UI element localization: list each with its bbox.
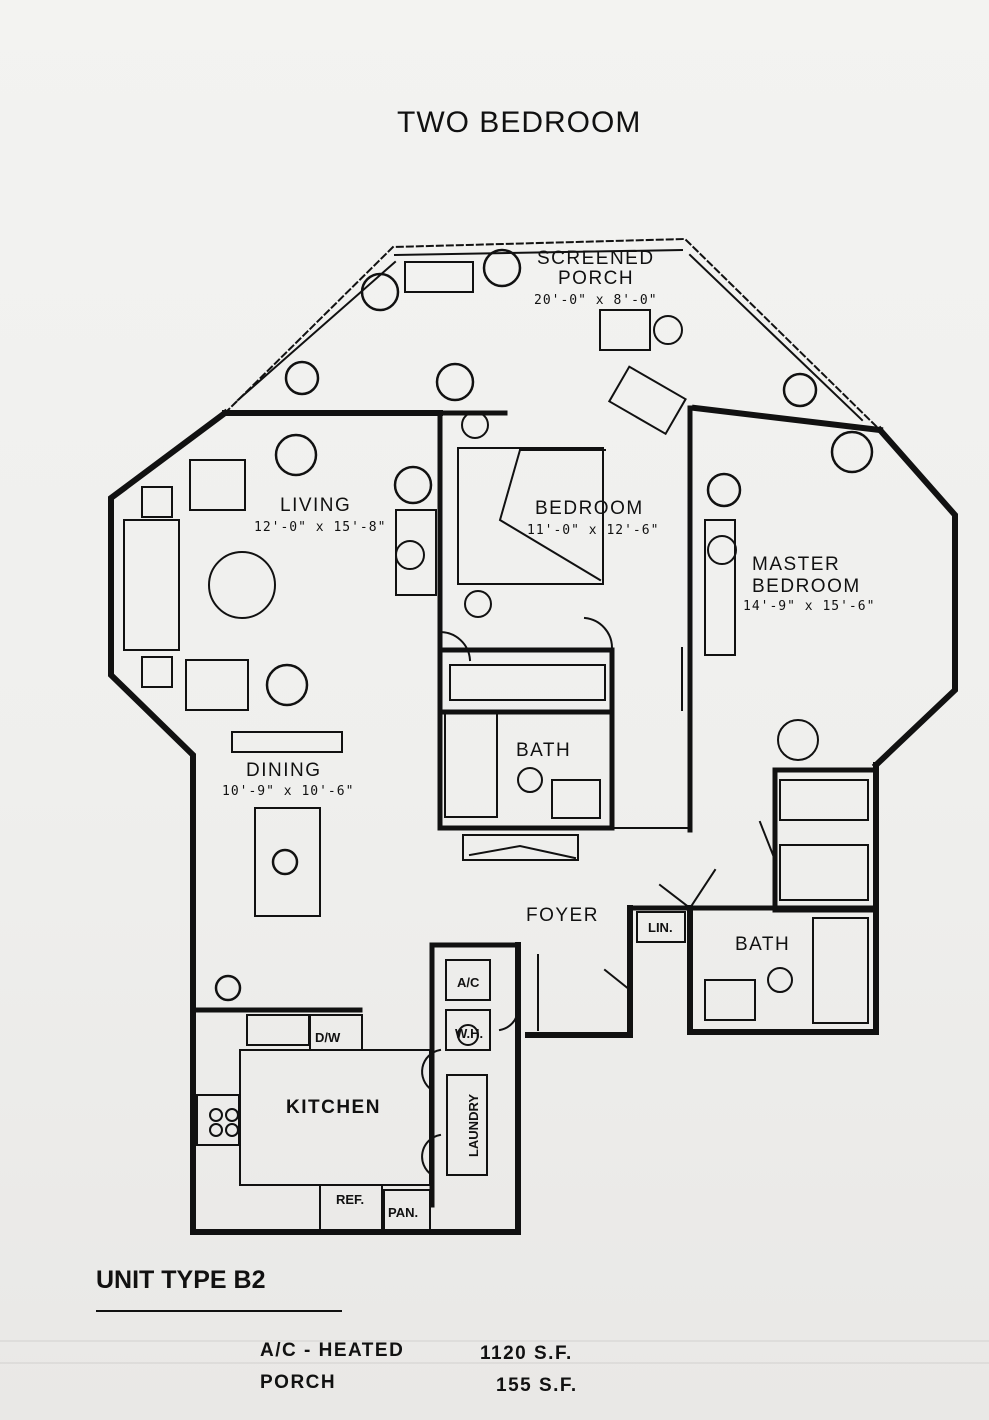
linen-closet-label: LIN. [648, 920, 673, 935]
porch-railing [236, 248, 864, 422]
ac-closet-label: A/C [457, 975, 480, 990]
screened-porch-label: SCREENED [537, 248, 655, 269]
dishwasher-label: D/W [315, 1030, 341, 1045]
screened-porch-dims: 20'-0" x 8'-0" [534, 293, 658, 308]
bedroom-label: BEDROOM [535, 498, 644, 519]
exterior-walls [108, 404, 958, 1235]
plant-symbols [214, 248, 874, 1002]
area-value-porch: 155 S.F. [496, 1375, 578, 1396]
master-bedroom-label-line2: BEDROOM [752, 576, 861, 597]
living-dims: 12'-0" x 15'-8" [254, 520, 387, 535]
paper-fold [0, 1362, 989, 1364]
dining-dims: 10'-9" x 10'-6" [222, 784, 355, 799]
bath-1-label: BATH [516, 740, 572, 761]
area-value-heated: 1120 S.F. [480, 1343, 573, 1364]
area-label-porch: PORCH [260, 1372, 337, 1393]
paper-fold [0, 1340, 989, 1342]
fixture-lines [123, 261, 869, 1233]
laundry-label: LAUNDRY [466, 1093, 482, 1158]
master-bedroom-label: MASTER [752, 554, 841, 575]
bath-2-label: BATH [735, 934, 791, 955]
dining-label: DINING [246, 760, 322, 781]
foyer-label: FOYER [526, 905, 599, 926]
plan-title: TWO BEDROOM [397, 106, 642, 139]
master-bedroom-dims: 14'-9" x 15'-6" [743, 599, 876, 614]
area-label-heated: A/C - HEATED [260, 1340, 405, 1361]
refrigerator-label: REF. [336, 1192, 365, 1207]
unit-type-underline [96, 1310, 342, 1312]
kitchen-label: KITCHEN [286, 1097, 381, 1118]
screened-porch-label-line2: PORCH [558, 268, 635, 289]
pantry-label: PAN. [388, 1205, 419, 1220]
living-label: LIVING [280, 495, 352, 516]
unit-type-heading: UNIT TYPE B2 [96, 1266, 266, 1294]
bedroom-dims: 11'-0" x 12'-6" [527, 523, 660, 538]
porch-screen [223, 237, 882, 432]
water-heater-label: W.H. [455, 1026, 484, 1041]
